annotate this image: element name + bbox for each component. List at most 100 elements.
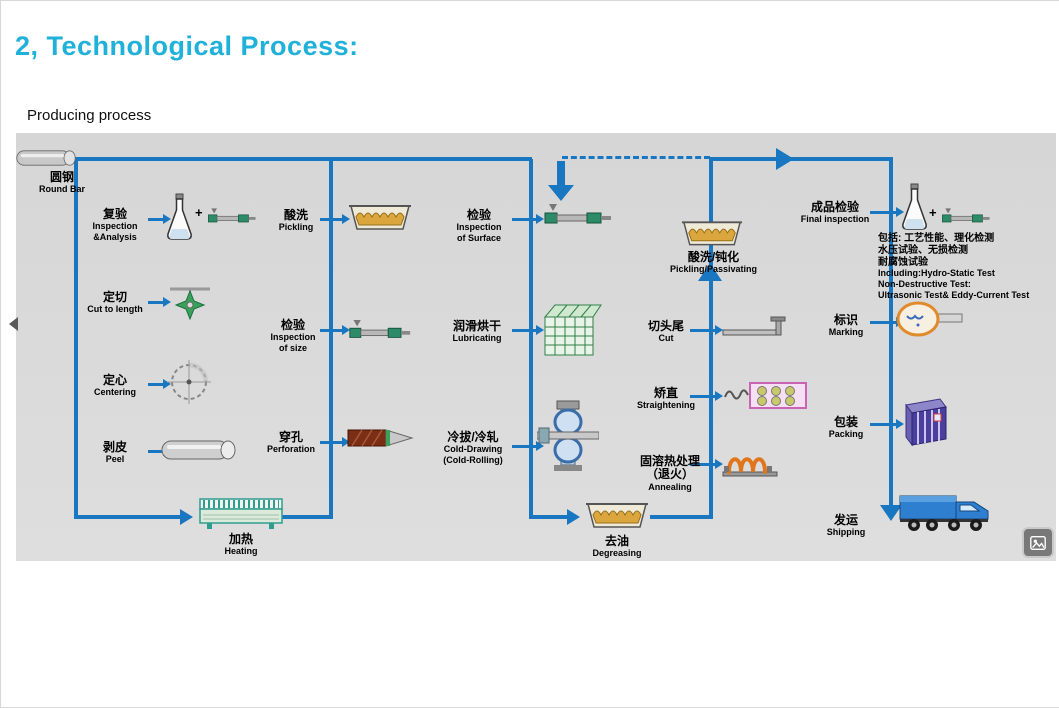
stage-label-packing: 包装 Packing [822,415,870,440]
flow-line-to-degreasing [529,515,569,519]
chevron-left-icon[interactable] [9,317,18,331]
note-line: 耐腐蚀试验 [878,256,928,268]
stage-en: Pickling/Passivating [669,264,758,275]
diagram-caption: Producing process [27,107,152,124]
stage-zh: 发运 [833,513,858,527]
stage-en: Cut to length [87,304,143,315]
stage-en: Peel [105,454,125,465]
centering-target-icon [166,359,212,405]
connector-arrow [870,207,904,217]
stage-zh: 穿孔 [278,430,303,444]
stage-en: Inspection [270,332,316,343]
flow-line-degreasing-to-column4 [650,515,713,519]
stage-label-round-bar: 圆钢 Round Bar [22,170,102,195]
stage-en: (Cold-Rolling) [443,454,503,465]
arrow-right-icon [180,509,193,525]
stage-en: Final inspection [800,214,870,225]
stage-en: Cut [658,333,674,344]
stage-en: Inspection [92,221,138,232]
stage-en: Heating [224,546,258,557]
connector-arrow [870,419,904,429]
stage-zh: 复验 [102,207,127,221]
stage-zh: 冷拔/冷轧 [447,430,499,444]
arrow-down-icon [880,505,902,521]
stage-label-perforation: 穿孔 Perforation [262,430,320,455]
passivating-tank-icon [681,215,743,249]
stage-en: Annealing [648,481,692,492]
flask-icon [901,183,928,231]
stage-label-pickling: 酸洗 Pickling [271,208,321,233]
stage-label-shipping: 发运 Shipping [822,513,870,538]
connector-arrow [148,379,171,389]
flow-line-top-right [709,157,893,161]
micrometer-icon [941,205,991,229]
stage-en: Packing [828,429,864,440]
connector-arrow [148,214,171,224]
stage-en: Round Bar [39,184,85,195]
image-viewer-button[interactable] [1022,527,1054,558]
marking-stamp-icon [894,299,964,339]
connector-arrow [320,325,350,335]
stage-en: Degreasing [592,548,642,559]
flask-icon [166,193,193,241]
flow-line-heating-to-column2 [279,515,333,519]
stage-zh: 定切 [102,290,127,304]
flow-line-column4 [709,159,713,519]
stage-en: Straightening [637,400,695,411]
flow-line-column1 [74,159,78,519]
page-title: 2, Technological Process: [15,31,359,61]
connector-arrow [512,214,544,224]
connector-arrow [512,325,544,335]
stage-zh: 加热 [228,532,253,546]
pickling-tank-icon [348,199,412,233]
packing-box-icon [900,395,952,449]
stage-zh: （退火） [645,467,694,482]
cutting-gauge-icon [721,315,791,341]
stage-en: Centering [93,387,136,398]
note-line: Including:Hydro-Static Test [878,268,995,279]
micrometer-icon [348,319,412,343]
photo-icon [1030,535,1046,550]
stage-label-inspection-of-surface: 检验 Inspection of Surface [448,208,510,243]
lubricating-basket-icon [543,303,603,357]
plus-sign: + [195,205,203,220]
stage-en: of Surface [456,232,501,243]
flow-line-column3 [529,159,533,519]
stage-en: Lubricating [452,333,502,344]
note-line: Ultrasonic Test& Eddy-Current Test [878,289,1030,300]
final-inspection-note: 包括: 工艺性能、理化检测 水压试验、无损检测 耐腐蚀试验 Including:… [878,233,1059,300]
stage-zh: 去油 [604,534,629,548]
stage-zh: 圆钢 [49,170,74,184]
connector-arrow [690,325,723,335]
stage-en: Perforation [266,444,315,455]
arrow-up-icon [698,263,722,281]
stage-label-lubricating: 润滑烘干 Lubricating [442,319,512,344]
stage-zh: 酸洗/钝化 [687,250,740,264]
connector-arrow [690,459,723,469]
stage-zh: 剥皮 [102,440,127,454]
stage-label-pickling-passivating: 酸洗/钝化 Pickling/Passivating [661,250,766,275]
straightening-machine-icon [724,379,808,411]
arrow-right-icon [776,148,794,170]
stage-label-annealing: 固溶热处理 （退火） Annealing [626,454,714,492]
stage-en: &Analysis [93,231,137,242]
connector-arrow [320,437,350,447]
stage-label-centering: 定心 Centering [84,373,146,398]
process-diagram: 圆钢 Round Bar 复验 Inspection &Analysis 定切 … [16,133,1056,561]
peeled-bar-icon [161,436,241,464]
heating-furnace-icon [199,497,283,531]
flow-line-top-left [34,157,532,161]
connector-arrow [690,391,723,401]
plus-sign: + [929,205,937,220]
stage-en: Inspection [456,222,502,233]
connector-arrow [870,317,904,327]
cold-rolling-mill-icon [537,399,599,473]
micrometer-icon [207,205,257,229]
stage-zh: 包装 [833,415,858,429]
stage-label-marking: 标识 Marking [822,313,870,338]
stage-en: Shipping [826,527,866,538]
flow-arrow-down-shaft [557,161,565,187]
round-bar-icon [16,146,80,170]
note-line: 水压试验、无损检测 [878,244,968,256]
